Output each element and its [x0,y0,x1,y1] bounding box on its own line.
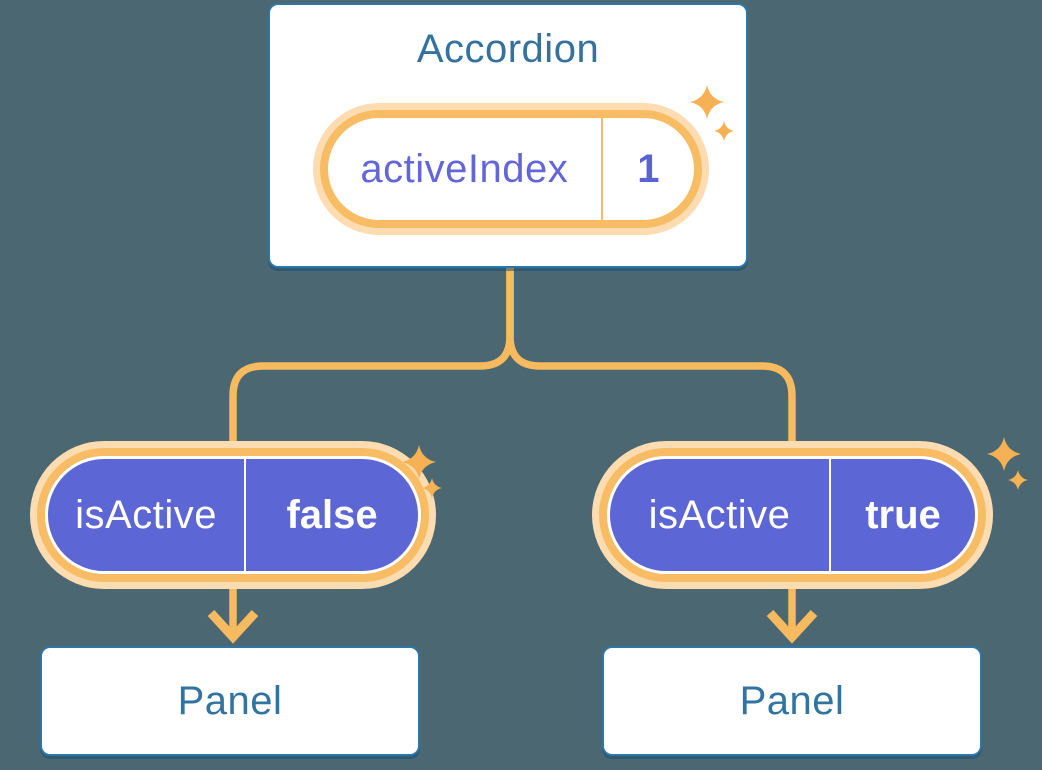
prop-pill-divider [244,459,247,571]
state-pill: activeIndex 1 [320,110,702,228]
panel-card-right: Panel [602,646,982,756]
sparkle-icon [714,121,734,141]
sparkle-icon [1008,470,1028,490]
prop-pill-label: isActive [648,492,791,537]
sparkle-icon [690,85,724,119]
panel-title: Panel [739,678,845,723]
accordion-title: Accordion [416,27,600,71]
prop-pill-divider [829,459,831,571]
panel-card-left: Panel [40,646,420,756]
prop-pill-right: isActive true [607,456,978,574]
panel-title: Panel [177,678,283,723]
prop-pill-value: false [286,492,378,537]
state-pill-label: activeIndex [360,146,569,191]
state-pill-divider [600,118,603,220]
sparkle-icon [987,437,1021,471]
sparkle-icon [422,478,442,498]
branch-right-line [506,266,796,460]
state-pill-value: 1 [637,146,660,191]
branch-left-line [229,266,514,460]
arrow-right-head [766,609,818,644]
arrow-left-head [207,609,259,644]
prop-pill-label: isActive [75,492,217,537]
sparkle-icon [402,445,436,479]
prop-pill-left: isActive false [45,456,421,574]
accordion-card: Accordion activeIndex 1 [268,3,748,268]
prop-pill-value: true [865,492,941,537]
